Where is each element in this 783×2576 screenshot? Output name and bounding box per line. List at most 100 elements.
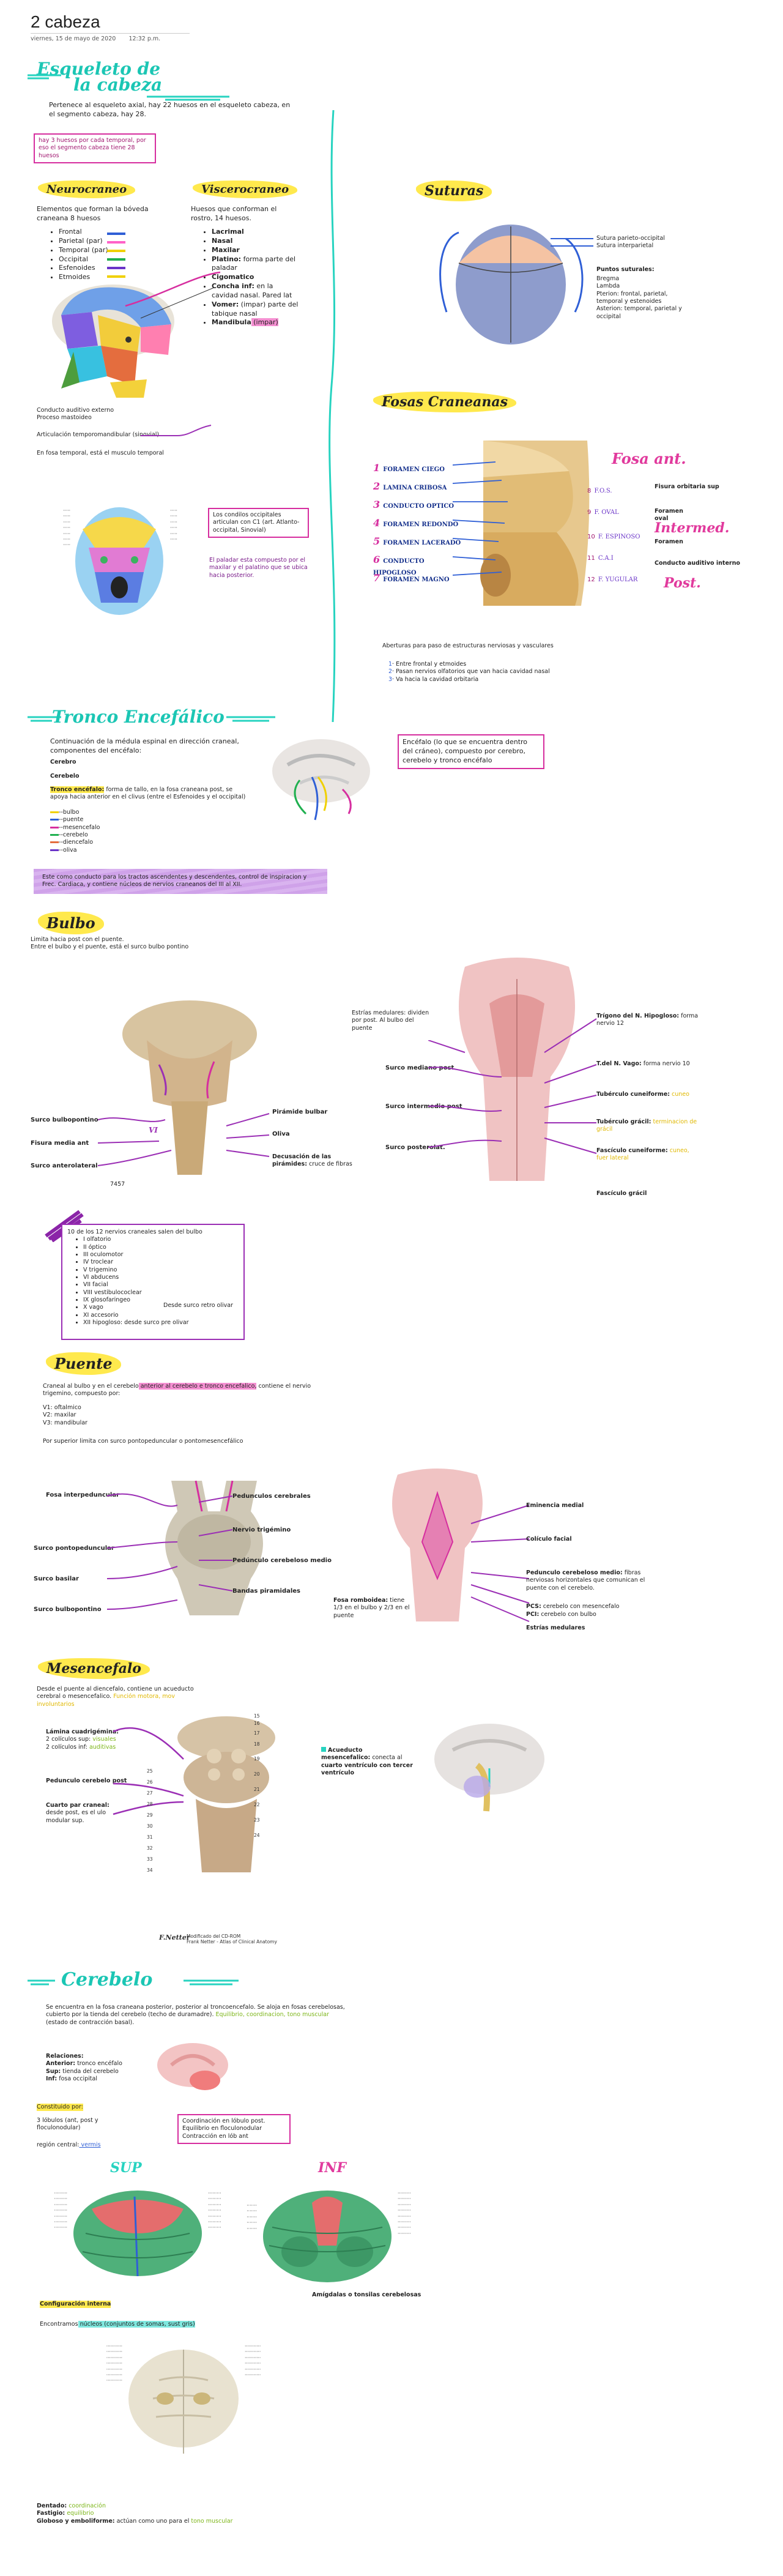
internal-labels-left: ········································… [106,2343,122,2384]
skull-arrow-lines [125,271,221,319]
atm-line [141,425,212,436]
bandas-piramidales-label: Bandas piramidales [232,1588,301,1595]
fisura-media-ant-label: Fisura media ant [31,1140,89,1147]
fosa-post-label: Post. [664,575,701,591]
pedunculos-cerebrales-label: Pedunculos cerebrales [232,1493,311,1500]
fisura-orbitaria-label: Fisura orbitaria sup [655,483,719,490]
bulbo-anterior-illustration [122,1000,257,1175]
acueducto-label: Acueducto mesencefalico: conecta al cuar… [321,1747,413,1777]
skull-lateral-illustration [52,285,174,398]
visc-title: Viscerocraneo [193,181,298,198]
coordinacion-note: Coordinación en lóbulo post. Equilibrio … [177,2114,291,2145]
cerebelo-inf-labels-right: ········································… [398,2191,411,2236]
puente-posterior-illustration [392,1469,483,1621]
puente-v-list: V1: oftalmico V2: maxilar V3: mandibular [43,1404,87,1426]
foramen-magno: FORAMEN MAGNO [383,576,450,583]
pedunculo-cerebeloso-medio-label: Pedúnculo cerebeloso medio [232,1557,332,1564]
sutura-line-0: Sutura parieto-occipital [596,235,665,242]
foramen-label: Foramen [655,538,683,545]
visc-item: Vomer: (impar) parte del tabique nasal [212,300,300,319]
aberturas-text: Aberturas para paso de estructuras nervi… [382,642,554,649]
puente-left-pointers [106,1493,178,1610]
estrias-medulares-label: Estrías medulares: dividen por post. Al … [352,1010,429,1032]
esqueleto-note: hay 3 huesos por cada temporal, por eso … [34,133,156,164]
bulbo-post-left-pointers [428,1040,502,1148]
surco-intermedio-post-label: Surco intermedio post [385,1103,462,1110]
skull-base-labels-right: ······························ [170,508,177,542]
nervios-craneales-box: 10 de los 12 nervios craneales salen del… [61,1224,245,1340]
neuro-list: Frontal Parietal (par) Temporal (par) Oc… [49,228,108,282]
bulbo-title: Bulbo [38,912,104,934]
netter-signature: F.Netter [159,1934,190,1941]
cuarto-par-label: Cuarto par craneal: desde post, es el ul… [46,1802,109,1824]
fosa-romboidea-label: Fosa romboidea: tiene 1/3 en el bulbo y … [333,1597,410,1619]
neuro-item: Frontal [59,228,108,237]
neuro-item: Parietal (par) [59,237,108,246]
neuro-title: Neurocraneo [38,181,136,198]
neuro-text: Elementos que forman la bóveda craneana … [37,205,149,222]
cerebelo-inferior-illustration [263,2191,392,2282]
tronco-cerebro: Cerebro [50,759,76,765]
surco-bulbopontino-label: Surco bulbopontino [31,1117,98,1123]
oliva-label: Oliva [272,1131,290,1137]
puente-post-pointers [470,1505,530,1622]
cerebelo-superior-illustration [73,2191,202,2277]
fosas-title: Fosas Craneanas [373,392,517,412]
cerebelo-relaciones: Relaciones: Anterior: tronco encéfalo Su… [46,2053,122,2083]
neuro-item: Occipital [59,255,108,264]
atm-label: Articulación temporomandibular (sinovial… [37,431,160,438]
fosas-skull-base-illustration [480,441,590,606]
mastoid-label: Proceso mastoideo [37,414,92,421]
visc-item: Concha inf: en la cavidad nasal. Pared l… [212,282,300,300]
visc-list: Lacrimal Nasal Maxilar Platino: forma pa… [202,228,300,327]
sutura-pointer-lines [551,238,593,247]
fosas-bullets: 1· Entre frontal y etmoides 2· Pasan ner… [388,661,550,683]
tronco-legend: --bulbo --puente --mesencefalo --cerebel… [50,809,100,854]
visc-item: Nasal [212,237,300,246]
cerebelo-intro: Se encuentra en la fosa craneana posteri… [46,2004,345,2026]
bulbo-posterior-illustration [459,958,575,1181]
conducto-auditivo-label: Conducto auditivo interno [655,560,740,567]
surco-anterolateral-label: Surco anterolateral [31,1163,98,1169]
mesencefalo-pointers [113,1727,184,1815]
neuro-color-marks [107,233,125,278]
brain-sagittal-ventricle-illustration [434,1724,544,1812]
cerebelo-underline [28,1979,239,1986]
encefalo-box: Encéfalo (lo que se encuentra dentro del… [398,734,544,769]
suturas-title: Suturas [416,181,492,201]
neuro-item: Temporal (par) [59,246,108,255]
puente-title: Puente [46,1352,121,1375]
lobulos-text: 3 lóbulos (ant, post y floculonodular) [37,2117,98,2132]
foramen-pointer-lines [453,461,508,576]
puente-right-pointers [198,1495,233,1591]
foramen-redondo: FORAMEN REDONDO [383,521,459,528]
cerebelo-inf-labels-left: ··································· [247,2203,257,2232]
pedunculo-cerebelo-post-label: Pedunculo cerebelo post [46,1778,127,1784]
vi-label: VI [149,1126,158,1134]
visc-text: Huesos que conforman el rostro, 14 hueso… [191,205,277,222]
visc-item: Mandibula (impar) [212,318,300,327]
surco-bulbopontino-puente-label: Surco bulbopontino [34,1606,102,1613]
puente-intro: Craneal al bulbo y en el cerebelo anteri… [43,1383,311,1398]
neuro-item: Etmoides [59,273,108,282]
foramen-lacerado: FORAMEN LACERADO [383,540,461,546]
inf-label: INF [318,2160,347,2176]
sup-label: SUP [110,2160,142,2176]
page-header: 2 cabeza viernes, 15 de mayo de 2020 12:… [31,12,190,43]
tronco-encefalo-text: Tronco encéfalo: forma de tallo, en la f… [50,786,246,801]
mesencefalo-title: Mesencefalo [38,1658,150,1679]
tronco-underline [28,716,275,722]
page-time: 12:32 p.m. [128,35,161,42]
page-title: 2 cabeza [31,12,100,31]
bulbo-left-pointers [98,1117,172,1166]
cerebelo-nuclei: Dentado: coordinación Fastigio: equilibr… [37,2503,233,2525]
meato-label: Conducto auditivo externo [37,407,114,414]
cerebelo-sup-labels-left: ········································… [54,2191,67,2231]
fosa-ant-label: Fosa ant. [612,450,686,467]
nervio-trigemino-label: Nervio trigémino [232,1527,291,1533]
brain-sagittal-cerebelo-illustration [157,2043,228,2090]
neuro-item: Esfenoides [59,264,108,273]
decusacion-label: Decusación de las pirámides: cruce de fi… [272,1153,352,1168]
cerebelo-internal-illustration [128,2350,239,2454]
skull-base-illustration [75,507,163,615]
